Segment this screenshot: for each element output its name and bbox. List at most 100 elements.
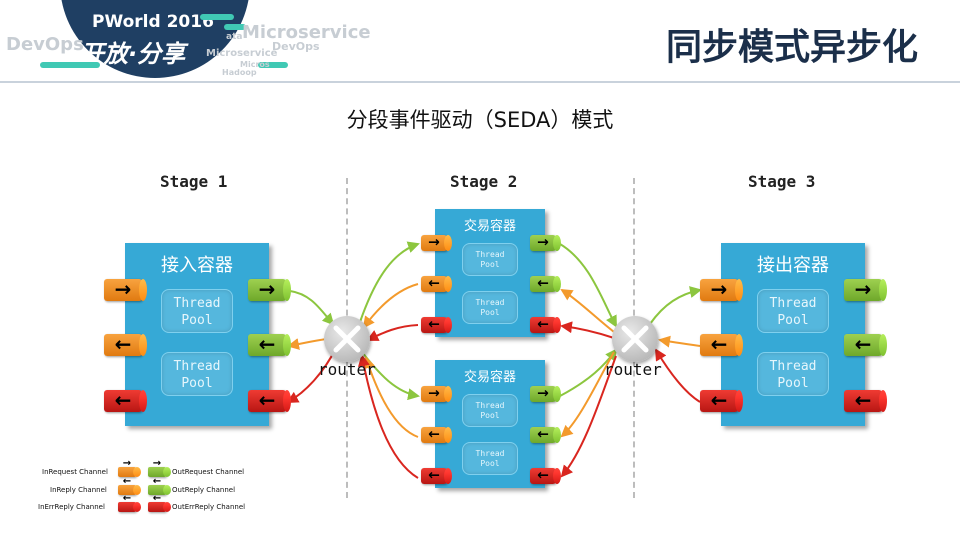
legend-label: OutErrReply Channel (172, 503, 246, 511)
legend-swatch: ← (148, 476, 166, 495)
arrow-to-stage3 (649, 286, 702, 325)
legend-swatch: → (148, 458, 166, 477)
in-reply-channel: ← (421, 427, 447, 443)
watermark-text: Micros (240, 60, 270, 69)
right-arrow-icon: → (428, 385, 440, 402)
arrow-stage2-top-reply (560, 288, 615, 333)
thread-pool: Thread Pool (462, 291, 518, 324)
legend-swatch: ← (118, 493, 136, 512)
watermark-text: Microservice (242, 22, 371, 43)
watermark-text: Microservice (206, 48, 278, 59)
left-arrow-icon: ← (854, 332, 872, 357)
in-err-reply-channel: ← (421, 317, 447, 333)
thread-pool: Thread Pool (757, 289, 829, 333)
right-arrow-icon: → (428, 234, 440, 251)
out-request-channel: → (530, 386, 556, 402)
stage-label-2: Stage 2 (450, 172, 518, 191)
right-arrow-icon: → (258, 277, 276, 302)
right-arrow-icon: → (152, 458, 162, 470)
left-arrow-icon: ← (258, 388, 276, 413)
arrow-from-stage2-top (362, 283, 419, 329)
left-arrow-icon: ← (114, 332, 132, 357)
right-arrow-icon: → (537, 234, 549, 251)
right-arrow-icon: → (710, 277, 728, 302)
out-request-channel: → (844, 279, 882, 301)
out-reply-channel: ← (530, 276, 556, 292)
legend-label: InErrReply Channel (38, 503, 105, 511)
arrow-stage3-err (654, 348, 701, 403)
in-request-channel: → (700, 279, 738, 301)
arrow-err-stage2-top (366, 324, 419, 341)
transaction-container: 交易容器 Thread Pool Thread Pool (435, 360, 545, 488)
out-reply-channel: ← (248, 334, 286, 356)
out-reply-channel: ← (530, 427, 556, 443)
router-icon (324, 316, 370, 362)
in-err-reply-channel: ← (421, 468, 447, 484)
in-err-reply-channel: ← (104, 390, 142, 412)
out-reply-channel: ← (844, 334, 882, 356)
out-err-reply-channel: ← (844, 390, 882, 412)
out-request-channel: → (248, 279, 286, 301)
arrow-from-stage2-bottom (363, 356, 419, 438)
cloud-decoration (258, 62, 288, 68)
left-arrow-icon: ← (428, 275, 440, 292)
ingress-container: 接入容器 Thread Pool Thread Pool (125, 243, 269, 426)
in-reply-channel: ← (421, 276, 447, 292)
arrow-stage3-reply (658, 335, 701, 348)
legend-label: OutRequest Channel (172, 468, 245, 476)
arrow-out-request (289, 290, 335, 326)
arrow-stage2-top-out (559, 243, 617, 328)
transaction-container: 交易容器 Thread Pool Thread Pool (435, 209, 545, 337)
out-err-reply-channel: ← (530, 317, 556, 333)
in-reply-channel: ← (104, 334, 142, 356)
left-arrow-icon: ← (428, 316, 440, 333)
event-title: PWorld 2016 (92, 12, 214, 32)
left-arrow-icon: ← (122, 493, 132, 505)
watermark-text: Hadoop (222, 68, 257, 77)
watermark-text: DevOps (6, 34, 84, 55)
arrow-stage2-bottom-err (560, 355, 617, 478)
router-cross-icon (621, 325, 649, 353)
diagram-subtitle: 分段事件驱动（SEDA）模式 (346, 108, 614, 132)
right-arrow-icon: → (122, 458, 132, 470)
stage-label-3: Stage 3 (748, 172, 816, 191)
right-arrow-icon: → (854, 277, 872, 302)
cloud-decoration (200, 14, 234, 20)
thread-pool: Thread Pool (757, 352, 829, 396)
right-arrow-icon: → (114, 277, 132, 302)
legend-label: OutReply Channel (172, 486, 236, 494)
arrow-err-stage2-bottom (357, 354, 419, 479)
router-label: router (604, 360, 662, 379)
left-arrow-icon: ← (537, 467, 549, 484)
container-title: 交易容器 (463, 370, 516, 385)
arrow-stage2-bottom-reply (560, 351, 615, 438)
cloud-decoration (224, 24, 246, 30)
legend-swatch: → (118, 458, 136, 477)
in-request-channel: → (421, 386, 447, 402)
legend-swatch: ← (148, 493, 166, 512)
left-arrow-icon: ← (537, 275, 549, 292)
thread-pool: Thread Pool (462, 243, 518, 276)
left-arrow-icon: ← (854, 388, 872, 413)
left-arrow-icon: ← (152, 476, 162, 488)
left-arrow-icon: ← (537, 426, 549, 443)
left-arrow-icon: ← (710, 388, 728, 413)
left-arrow-icon: ← (122, 476, 132, 488)
container-title: 交易容器 (463, 219, 516, 234)
arrow-stage2-top-err (560, 321, 615, 339)
in-request-channel: → (421, 235, 447, 251)
left-arrow-icon: ← (258, 332, 276, 357)
thread-pool: Thread Pool (161, 289, 233, 333)
left-arrow-icon: ← (114, 388, 132, 413)
cloud-decoration (40, 62, 100, 68)
arrow-to-stage2-top (359, 241, 420, 323)
router-icon (612, 316, 658, 362)
out-request-channel: → (530, 235, 556, 251)
left-arrow-icon: ← (710, 332, 728, 357)
left-arrow-icon: ← (428, 467, 440, 484)
stage-label-1: Stage 1 (160, 172, 228, 191)
thread-pool: Thread Pool (161, 352, 233, 396)
out-err-reply-channel: ← (248, 390, 286, 412)
left-arrow-icon: ← (428, 426, 440, 443)
